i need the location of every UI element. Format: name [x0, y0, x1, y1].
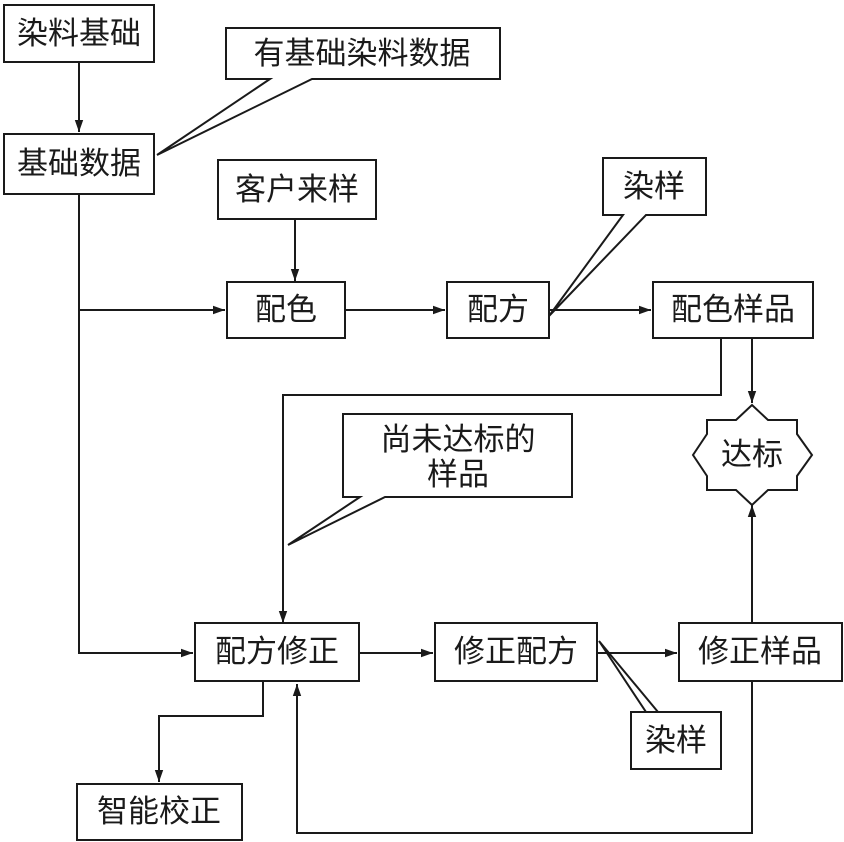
node-label: 基础数据 [17, 146, 141, 182]
node-box [678, 622, 843, 682]
callout-label: 有基础染料数据 [254, 36, 471, 72]
node-standard-met: 达标 [691, 403, 814, 507]
node-label: 智能校正 [97, 794, 221, 830]
callout-label: 染样 [645, 723, 707, 759]
edge-basic-data-trunk [78, 194, 193, 658]
node-formula: 配方 [446, 281, 550, 339]
node-label: 修正样品 [698, 634, 822, 670]
node-label: 染料基础 [17, 16, 141, 52]
node-corrected-formula: 修正配方 [434, 622, 598, 682]
node-box [76, 783, 243, 841]
edge-formula-correction-to-smart-correction [154, 681, 264, 782]
node-star-shape [691, 403, 814, 507]
node-label: 达标 [721, 437, 783, 473]
node-box [3, 4, 155, 63]
callout-shape [287, 413, 573, 546]
callout-dyed-sample-top: 染样 [548, 157, 707, 317]
callouts: 有基础染料数据 染样 尚未达标的 样品 染样 [156, 27, 722, 770]
node-label: 配方 [467, 292, 529, 328]
node-box [217, 159, 377, 220]
node-box [434, 622, 598, 682]
connectors [74, 62, 757, 834]
node-label: 配方修正 [215, 634, 339, 670]
node-label: 配色样品 [671, 292, 795, 328]
node-corrected-sample: 修正样品 [678, 622, 843, 682]
node-smart-correction: 智能校正 [76, 783, 243, 841]
callout-label: 染样 [623, 169, 685, 205]
callout-shape [598, 640, 722, 770]
node-box [226, 281, 346, 339]
node-dye-basics: 染料基础 [3, 4, 155, 63]
nodes: 染料基础 基础数据 客户来样 配色 配方 配色样品 达标 配方修正 [3, 4, 843, 841]
node-color-sample: 配色样品 [652, 281, 814, 339]
callout-dyed-sample-bottom: 染样 [598, 640, 722, 770]
node-basic-data: 基础数据 [3, 133, 155, 195]
callout-label-line1: 尚未达标的 [381, 422, 536, 458]
callout-shape [548, 157, 707, 317]
callout-has-basic-dye-data: 有基础染料数据 [156, 27, 501, 156]
node-box [3, 133, 155, 195]
callout-shape [156, 27, 501, 156]
node-box [194, 622, 360, 682]
callout-unmet-sample: 尚未达标的 样品 [287, 413, 573, 546]
node-color-matching: 配色 [226, 281, 346, 339]
node-label: 配色 [255, 292, 317, 328]
node-box [446, 281, 550, 339]
callout-label-line2: 样品 [427, 457, 489, 493]
node-formula-correction: 配方修正 [194, 622, 360, 682]
node-label: 客户来样 [235, 172, 359, 208]
edge-corrected-sample-loop-back [292, 681, 753, 834]
node-customer-sample: 客户来样 [217, 159, 377, 220]
node-label: 修正配方 [454, 634, 578, 670]
node-box [652, 281, 814, 339]
edge-color-sample-to-formula-correction [278, 338, 722, 623]
